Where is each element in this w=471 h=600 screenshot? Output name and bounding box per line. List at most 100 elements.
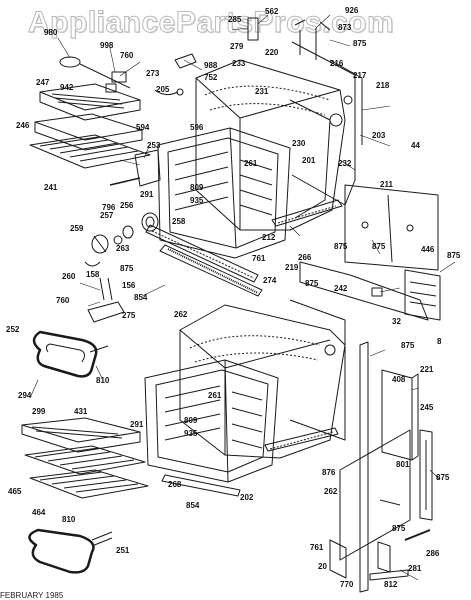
part-label: 218 bbox=[376, 81, 390, 90]
part-label: 854 bbox=[186, 501, 200, 510]
part-label: 259 bbox=[70, 224, 84, 233]
broiler-pan bbox=[39, 83, 141, 121]
part-label: 770 bbox=[340, 580, 354, 589]
part-label: 275 bbox=[122, 311, 136, 320]
lower-oven-racks bbox=[24, 445, 149, 499]
part-label: 875 bbox=[392, 524, 406, 533]
part-label: 246 bbox=[16, 121, 30, 130]
side-vent bbox=[404, 269, 441, 321]
part-label: 810 bbox=[96, 376, 110, 385]
part-label: 596 bbox=[190, 123, 204, 132]
thermostat-bracket bbox=[87, 277, 125, 323]
mid-support-bracket bbox=[299, 261, 429, 321]
part-label: 257 bbox=[100, 211, 114, 220]
part-label: 875 bbox=[447, 251, 461, 260]
broil-element bbox=[32, 330, 109, 378]
part-label: 262 bbox=[174, 310, 188, 319]
part-label: 875 bbox=[401, 341, 415, 350]
upper-oven-cavity bbox=[195, 59, 346, 231]
part-label: 760 bbox=[56, 296, 70, 305]
right-frame-rails bbox=[339, 341, 433, 593]
part-label: 217 bbox=[353, 71, 367, 80]
part-label: 8 bbox=[437, 337, 442, 346]
lower-oven-cavity bbox=[179, 304, 346, 459]
part-label: 220 bbox=[265, 48, 279, 57]
part-label: 873 bbox=[338, 23, 352, 32]
part-label: 262 bbox=[324, 487, 338, 496]
part-label: 801 bbox=[396, 460, 410, 469]
lower-oven-frame bbox=[144, 359, 279, 483]
part-label: 760 bbox=[120, 51, 134, 60]
part-label: 221 bbox=[420, 365, 434, 374]
part-label: 431 bbox=[74, 407, 88, 416]
part-label: 875 bbox=[120, 264, 134, 273]
upper-side-panel bbox=[291, 28, 363, 206]
lower-side-panel bbox=[289, 299, 346, 441]
part-label: 201 bbox=[302, 156, 316, 165]
upper-oven-rack bbox=[29, 134, 151, 169]
lower-broiler-pan bbox=[21, 417, 141, 453]
upper-oven-frame bbox=[157, 127, 291, 259]
part-label: 258 bbox=[172, 217, 186, 226]
part-label: 281 bbox=[408, 564, 422, 573]
part-label: 465 bbox=[8, 487, 22, 496]
part-label: 241 bbox=[44, 183, 58, 192]
part-label: 980 bbox=[44, 28, 58, 37]
oven-light-assembly bbox=[59, 56, 131, 93]
part-label: 256 bbox=[120, 201, 134, 210]
part-label: 268 bbox=[168, 480, 182, 489]
part-label: 875 bbox=[436, 473, 450, 482]
part-label: 212 bbox=[262, 233, 276, 242]
part-label: 294 bbox=[18, 391, 32, 400]
part-label: 203 bbox=[372, 131, 386, 140]
part-label: 44 bbox=[411, 141, 420, 150]
part-label: 291 bbox=[130, 420, 144, 429]
part-label: 233 bbox=[232, 59, 246, 68]
part-label: 810 bbox=[62, 515, 76, 524]
part-label: 274 bbox=[263, 276, 277, 285]
part-label: 252 bbox=[6, 325, 20, 334]
part-label: 273 bbox=[146, 69, 160, 78]
part-label: 261 bbox=[244, 159, 258, 168]
part-label: 286 bbox=[426, 549, 440, 558]
part-label: 464 bbox=[32, 508, 46, 517]
part-label: 211 bbox=[380, 180, 393, 189]
part-label: 809 bbox=[190, 183, 204, 192]
part-label: 219 bbox=[285, 263, 299, 272]
part-label: 216 bbox=[330, 59, 344, 68]
part-label: 935 bbox=[184, 429, 198, 438]
part-label: 854 bbox=[134, 293, 148, 302]
broiler-pan-insert bbox=[34, 113, 143, 151]
part-label: 875 bbox=[334, 242, 348, 251]
part-label: 875 bbox=[372, 242, 386, 251]
part-label: 231 bbox=[255, 87, 269, 96]
part-label: 875 bbox=[305, 279, 319, 288]
part-label: 260 bbox=[62, 272, 76, 281]
part-label: 942 bbox=[60, 83, 74, 92]
part-label: 20 bbox=[318, 562, 327, 571]
part-label: 809 bbox=[184, 416, 198, 425]
part-label: 202 bbox=[240, 493, 254, 502]
part-label: 875 bbox=[353, 39, 367, 48]
part-label: 926 bbox=[345, 6, 359, 15]
part-label: 408 bbox=[392, 375, 406, 384]
part-label: 32 bbox=[392, 317, 401, 326]
part-label: 232 bbox=[338, 159, 352, 168]
part-label: 291 bbox=[140, 190, 154, 199]
part-label: 245 bbox=[420, 403, 434, 412]
part-label: 594 bbox=[136, 123, 150, 132]
upper-trim-strips bbox=[145, 199, 343, 297]
part-label: 988 bbox=[204, 61, 218, 70]
part-label: 263 bbox=[116, 244, 130, 253]
part-label: 247 bbox=[36, 78, 50, 87]
bottom-rails bbox=[329, 529, 431, 581]
part-label: 251 bbox=[116, 546, 130, 555]
part-label: 562 bbox=[265, 7, 279, 16]
part-label: 761 bbox=[252, 254, 266, 263]
part-label: 253 bbox=[147, 141, 161, 150]
control-knobs bbox=[84, 212, 159, 267]
leader-lines bbox=[29, 14, 456, 581]
part-label: 279 bbox=[230, 42, 244, 51]
part-label: 812 bbox=[384, 580, 398, 589]
